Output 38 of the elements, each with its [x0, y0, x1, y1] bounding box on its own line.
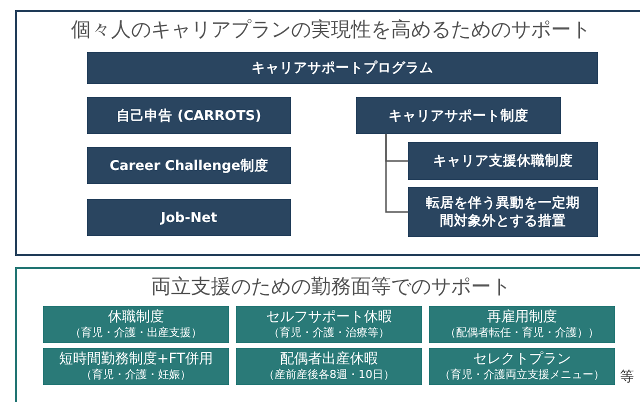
support-box: [236, 306, 422, 343]
program-box: [408, 142, 598, 180]
program-box: [356, 97, 561, 134]
support-box: [43, 348, 229, 385]
program-box: [87, 147, 291, 184]
program-box: [87, 199, 291, 236]
support-title: 再雇用制度: [487, 310, 557, 324]
panel-title: 両立支援のための勤務面等でのサポート: [151, 273, 511, 300]
box-label: Job-Net: [160, 208, 218, 226]
connector-line: [385, 134, 408, 213]
box-label: Career Challenge制度: [110, 156, 268, 174]
note-text: 等: [620, 368, 634, 386]
program-box: [87, 52, 598, 84]
panel-title: 個々人のキャリアプランの実現性を高めるためのサポート: [71, 16, 591, 43]
program-box: [87, 97, 291, 134]
box-label: キャリアサポート制度: [388, 106, 528, 124]
support-title: セルフサポート休暇: [266, 310, 392, 324]
box-label: 自己申告 (CARROTS): [116, 106, 262, 124]
program-box: [408, 187, 598, 237]
panel-frame: [15, 267, 640, 402]
support-note: （育児・介護・治療等）: [268, 324, 390, 340]
support-box: [236, 348, 422, 385]
support-note: （育児・介護・妊娠）: [81, 366, 191, 382]
support-box: [43, 306, 229, 343]
support-note: （産前産後各8週・10日）: [264, 366, 394, 382]
support-title: セレクトプラン: [473, 352, 571, 366]
support-title: 配偶者出産休暇: [280, 352, 378, 366]
panel-frame: [15, 10, 640, 256]
box-label: キャリアサポートプログラム: [252, 59, 434, 77]
support-box: [429, 348, 615, 385]
support-note: （育児・介護・出産支援）: [70, 324, 202, 340]
box-label: 転居を伴う異動を一定期間対象外とする措置: [425, 194, 581, 230]
support-title: 短時間勤務制度+FT併用: [58, 352, 214, 366]
support-note: （配偶者転任・育児・介護））: [445, 324, 599, 340]
support-box: [429, 306, 615, 343]
support-title: 休職制度: [108, 310, 164, 324]
box-label: キャリア支援休職制度: [433, 152, 573, 170]
support-note: （育児・介護両立支援メニュー）: [440, 366, 604, 382]
